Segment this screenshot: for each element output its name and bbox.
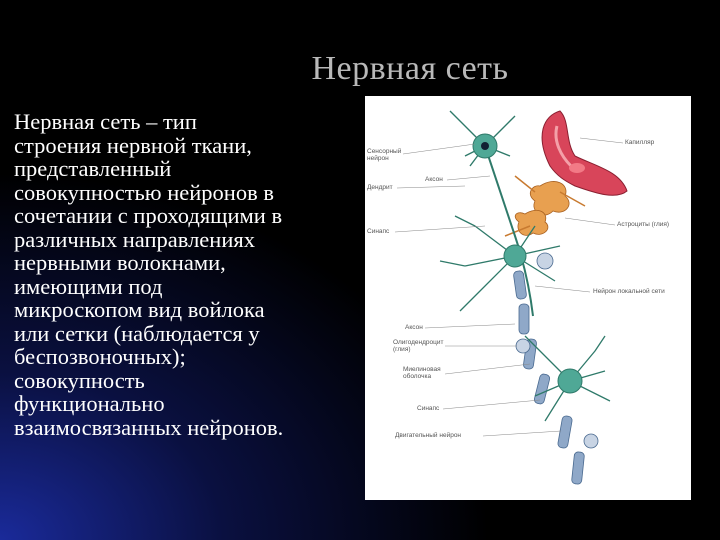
- label-motor-neuron: Двигательный нейрон: [395, 432, 462, 439]
- label-local-net-neuron: Нейрон локальной сети: [593, 288, 665, 295]
- body-line: строения нервной ткани,: [14, 132, 252, 158]
- body-line: представленный: [14, 156, 172, 181]
- astrocyte-shape: [504, 175, 586, 237]
- label-oligodendrocyte: Олигодендроцит(глия): [393, 339, 444, 353]
- body-line: нервными волокнами,: [14, 250, 226, 275]
- neuron-illustration: [394, 110, 628, 485]
- body-line: Нервная сеть – тип: [14, 109, 197, 134]
- label-axon-bottom: Аксон: [405, 324, 423, 331]
- body-line: или сетки (наблюдается у: [14, 320, 260, 346]
- body-line: функционально: [14, 391, 165, 416]
- label-synapse-bottom: Синапс: [417, 405, 440, 412]
- body-line: имеющими под: [14, 273, 163, 299]
- body-line: совокупность: [14, 367, 145, 393]
- body-line: совокупностью нейронов в: [14, 179, 274, 205]
- local-neuron: [439, 215, 561, 312]
- label-axon-top: Аксон: [425, 176, 443, 183]
- slide-title: Нервная сеть: [311, 50, 509, 87]
- body-line: взаимосвязанных нейронов.: [14, 414, 284, 440]
- label-dendrite: Дендрит: [367, 184, 393, 191]
- body-line: микроскопом вид войлока: [14, 297, 265, 322]
- oligodendrocyte: [515, 252, 599, 449]
- body-text: Нервная сеть – тип строения нервной ткан…: [14, 110, 359, 439]
- body-line: беспозвоночных);: [14, 344, 186, 369]
- leader-lines: [394, 137, 624, 437]
- body-line: различных направлениях: [14, 226, 255, 252]
- label-synapse-top: Синапс: [367, 228, 390, 235]
- body-line: сочетании с проходящими в: [14, 203, 283, 228]
- label-astrocytes: Астроциты (глия): [617, 221, 670, 228]
- motor-neuron: [524, 335, 611, 422]
- capillary-shape: [541, 110, 628, 196]
- label-capillary: Капилляр: [625, 139, 655, 146]
